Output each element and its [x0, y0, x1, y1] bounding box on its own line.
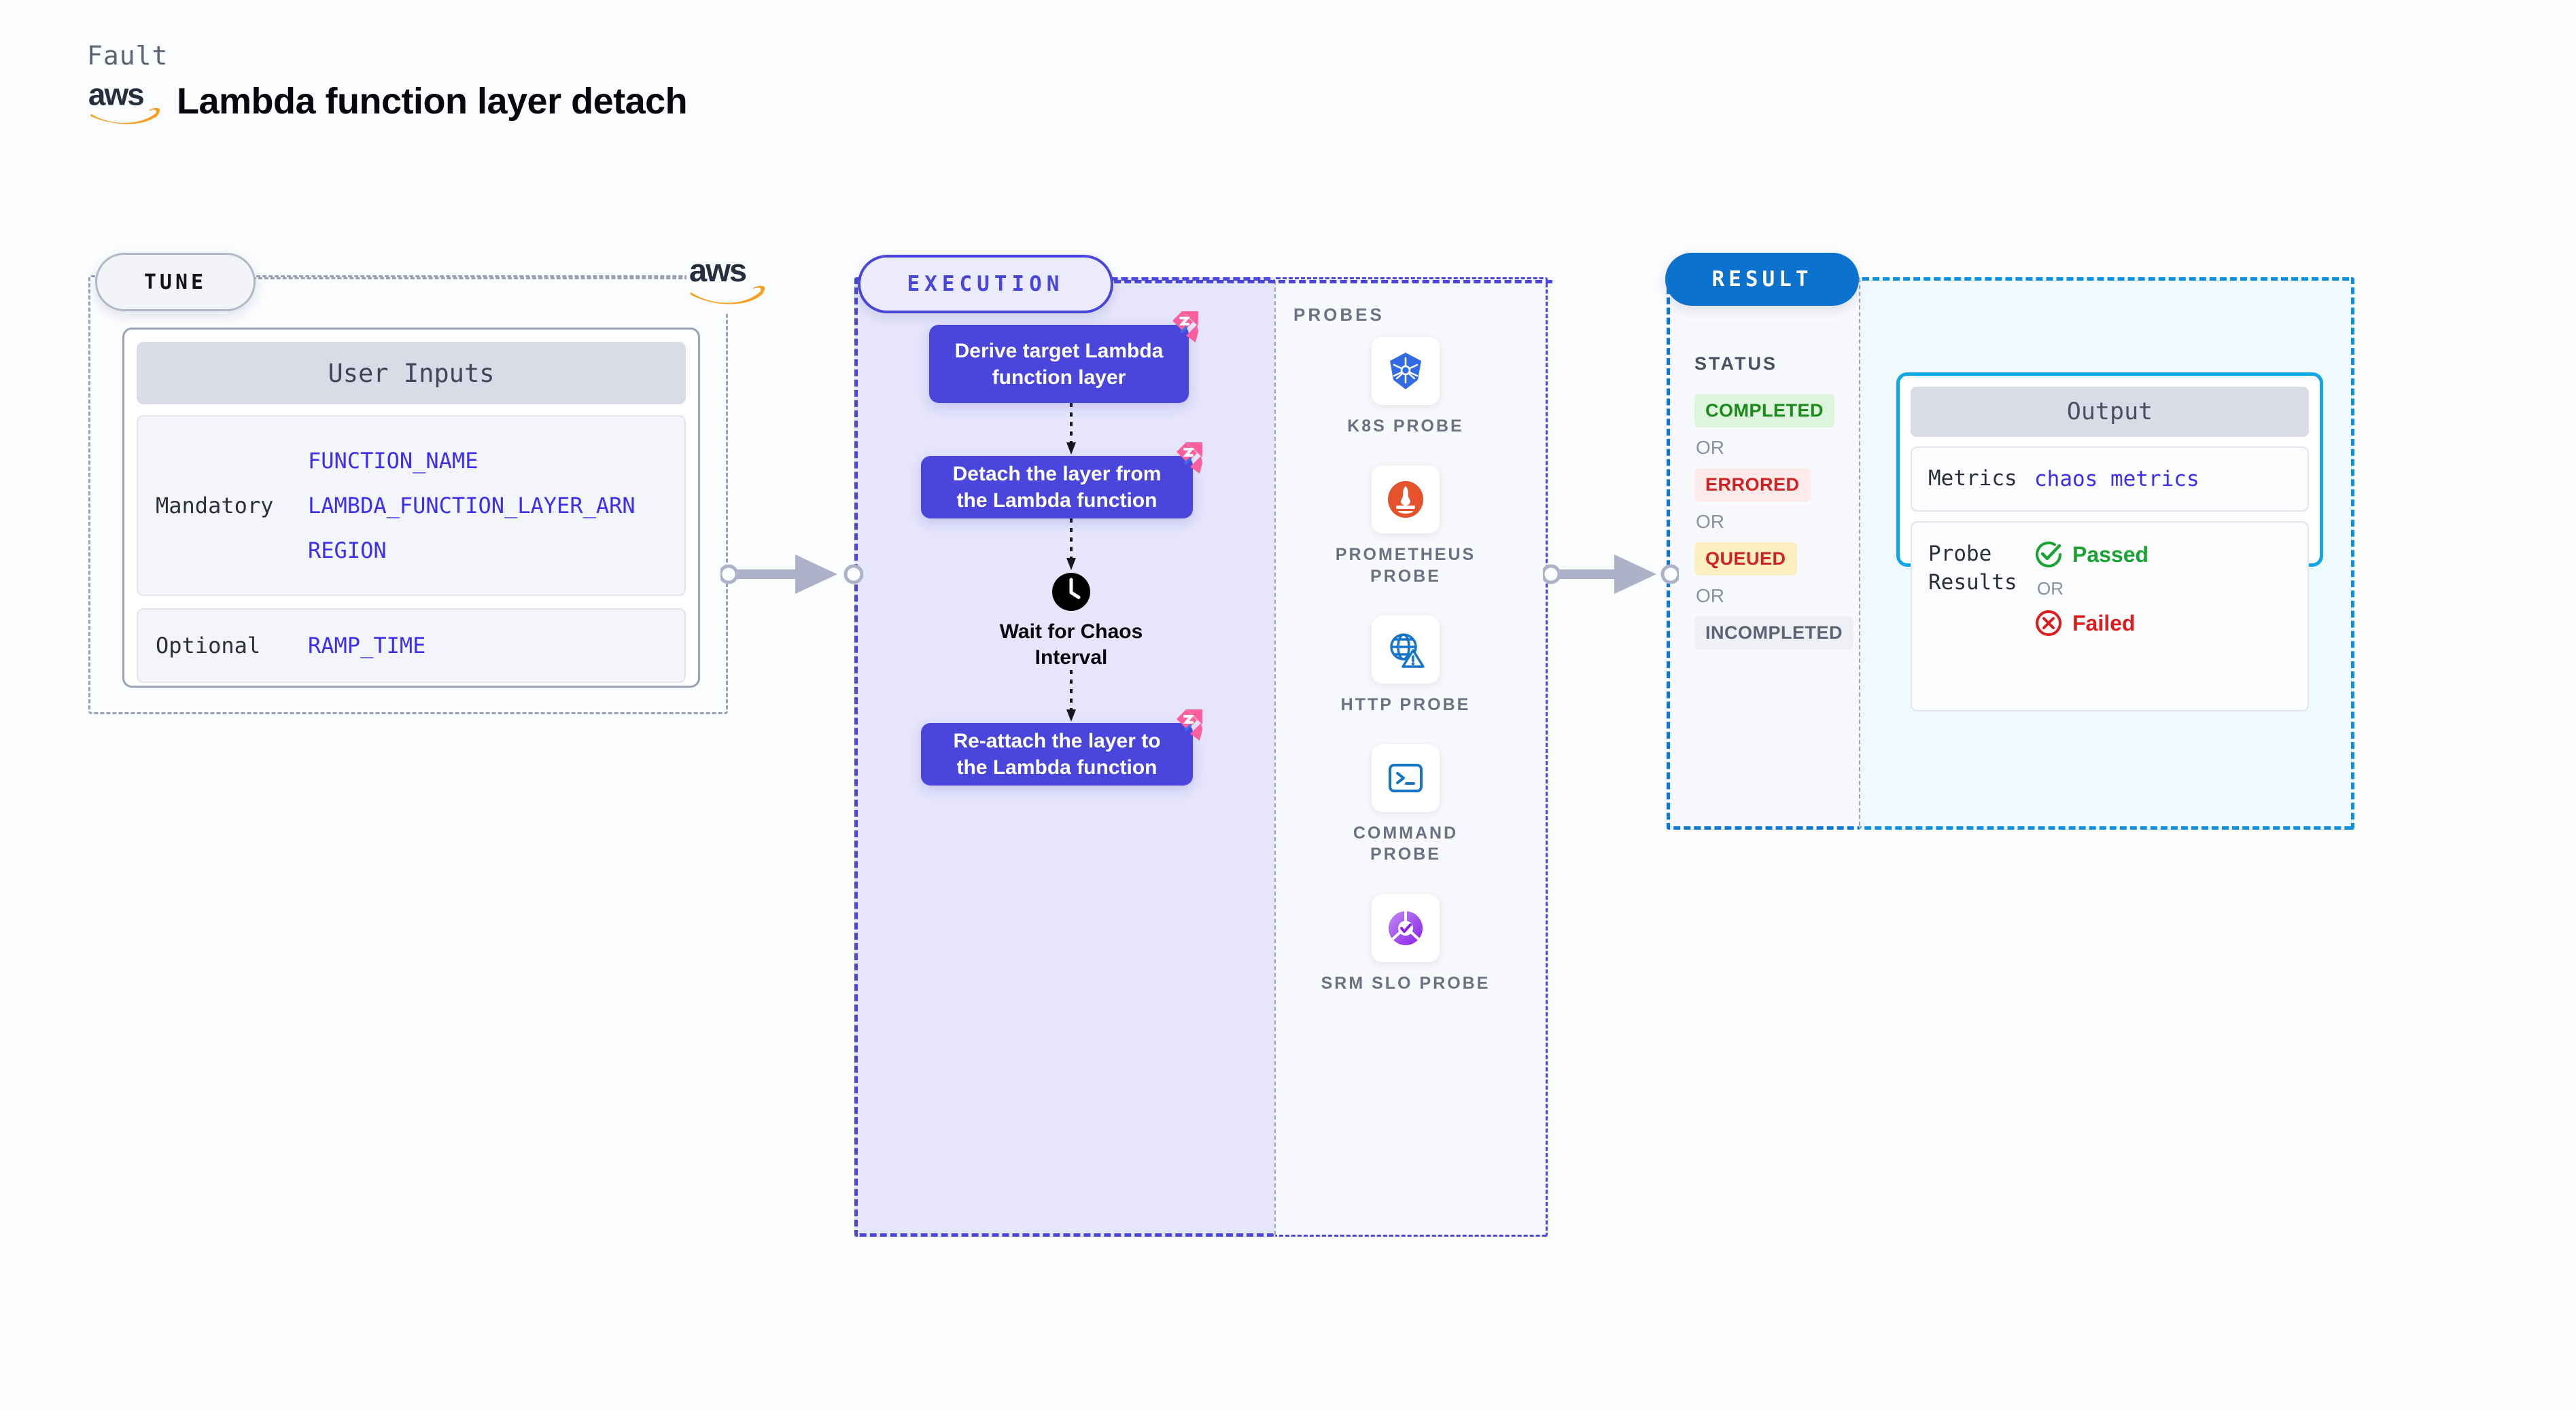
status-badge-errored: ERRORED	[1694, 468, 1811, 501]
execution-step-1: Detach the layer from the Lambda functio…	[921, 442, 1202, 518]
probe-result-passed-label: Passed	[2072, 542, 2149, 567]
param-region: REGION	[308, 537, 387, 563]
probe-results-values: Passed OR Failed	[2034, 540, 2148, 637]
execution-arrow-1	[929, 518, 1213, 571]
mandatory-params-block: Mandatory FUNCTION_NAME LAMBDA_FUNCTION_…	[137, 415, 686, 596]
page-header: Fault aws Lambda function layer detach	[87, 41, 688, 126]
probe-result-or: OR	[2037, 578, 2064, 599]
param-function-name: FUNCTION_NAME	[308, 448, 478, 474]
tune-aws-logo-icon: aws	[686, 250, 767, 313]
http-globe-warning-icon	[1372, 615, 1440, 684]
probe-prometheus-label: PROMETHEUS PROBE	[1335, 545, 1476, 586]
execution-arrow-0	[929, 403, 1213, 456]
metrics-row: Metrics chaos metrics	[1911, 446, 2309, 512]
status-badge-completed: COMPLETED	[1694, 394, 1835, 427]
chaos-badge-icon	[1170, 442, 1202, 474]
svg-text:aws: aws	[88, 77, 143, 112]
probe-result-failed-label: Failed	[2072, 610, 2136, 635]
status-title: STATUS	[1694, 353, 1777, 374]
mandatory-values: FUNCTION_NAME LAMBDA_FUNCTION_LAYER_ARN …	[308, 448, 636, 563]
probe-command-label: COMMAND PROBE	[1353, 824, 1459, 864]
probe-srm-slo: SRM SLO PROBE	[1321, 894, 1491, 994]
probes-title: PROBES	[1293, 304, 1385, 325]
tune-pill-label: TUNE	[143, 270, 207, 294]
execution-step-0-label: Derive target Lambda function layer	[954, 339, 1164, 389]
probe-results-row: Probe Results Passed OR	[1911, 521, 2309, 711]
clock-icon	[1051, 571, 1092, 612]
terminal-icon	[1372, 744, 1440, 812]
status-list: COMPLETED OR ERRORED OR QUEUED OR INCOMP…	[1694, 394, 1858, 650]
probe-http-label: HTTP PROBE	[1340, 694, 1471, 714]
output-card: Output Metrics chaos metrics Probe Resul…	[1896, 372, 2323, 711]
status-badge-queued: QUEUED	[1694, 542, 1797, 576]
status-or-2: OR	[1696, 585, 1724, 606]
param-lambda-function-layer-arn: LAMBDA_FUNCTION_LAYER_ARN	[308, 493, 636, 518]
wait-node-label: Wait for Chaos Interval	[999, 620, 1143, 669]
probe-http: HTTP PROBE	[1321, 615, 1491, 716]
probe-result-passed: Passed	[2034, 540, 2148, 569]
title-row: aws Lambda function layer detach	[87, 76, 688, 126]
execution-step-2: Re-attach the layer to the Lambda functi…	[921, 709, 1202, 786]
svg-text:aws: aws	[689, 253, 746, 289]
probe-result-failed: Failed	[2034, 609, 2148, 637]
mandatory-label: Mandatory	[156, 493, 274, 518]
tune-header-connector-line	[246, 277, 695, 279]
probe-srm-slo-label: SRM SLO PROBE	[1321, 973, 1491, 993]
optional-label: Optional	[156, 633, 261, 658]
srm-slo-icon	[1372, 894, 1440, 962]
metrics-label: Metrics	[1928, 466, 2017, 491]
chaos-badge-icon	[1170, 709, 1202, 741]
fault-kicker: Fault	[87, 41, 169, 71]
tune-panel	[88, 275, 728, 714]
aws-logo-icon: aws	[87, 76, 162, 126]
execution-pill-label: EXECUTION	[907, 272, 1064, 296]
execution-step-1-label: Detach the layer from the Lambda functio…	[952, 463, 1162, 512]
optional-values: RAMP_TIME	[308, 633, 425, 658]
result-pill: RESULT	[1665, 253, 1859, 306]
status-badge-incompleted: INCOMPLETED	[1694, 616, 1854, 650]
status-or-1: OR	[1696, 511, 1724, 532]
metrics-value[interactable]: chaos metrics	[2034, 467, 2199, 491]
execution-header-connector-line	[1104, 280, 1552, 283]
chaos-badge-icon	[1166, 311, 1198, 342]
execution-step-2-label: Re-attach the layer to the Lambda functi…	[953, 730, 1161, 779]
execution-pill: EXECUTION	[858, 255, 1113, 313]
tune-pill: TUNE	[95, 253, 256, 311]
probe-command: COMMAND PROBE	[1321, 744, 1491, 866]
optional-params-block: Optional RAMP_TIME	[137, 608, 686, 683]
result-pill-label: RESULT	[1711, 267, 1813, 292]
wait-for-chaos-interval-node: Wait for Chaos Interval	[929, 571, 1213, 670]
execution-step-0: Derive target Lambda function layer	[929, 311, 1198, 403]
connector-tune-to-execution	[720, 544, 863, 605]
check-circle-icon	[2034, 540, 2063, 569]
param-ramp-time: RAMP_TIME	[308, 633, 426, 658]
user-inputs-card: User Inputs Mandatory FUNCTION_NAME LAMB…	[122, 328, 700, 688]
probe-prometheus: PROMETHEUS PROBE	[1321, 465, 1491, 587]
probe-k8s: K8S PROBE	[1321, 337, 1491, 437]
user-inputs-heading: User Inputs	[137, 342, 686, 404]
output-heading: Output	[1911, 387, 2309, 437]
probe-list: K8S PROBE PROMETHEUS PROBE	[1321, 337, 1491, 1023]
connector-execution-to-result	[1543, 544, 1679, 605]
status-or-0: OR	[1696, 437, 1724, 458]
x-circle-icon	[2034, 609, 2063, 637]
page-title: Lambda function layer detach	[177, 81, 688, 122]
probe-k8s-label: K8S PROBE	[1347, 417, 1464, 436]
execution-arrow-2	[929, 670, 1213, 723]
probe-results-label: Probe Results	[1928, 542, 2017, 595]
prometheus-icon	[1372, 465, 1440, 534]
execution-step-stack: Derive target Lambda function layer Deta…	[921, 311, 1213, 786]
kubernetes-icon	[1372, 337, 1440, 405]
